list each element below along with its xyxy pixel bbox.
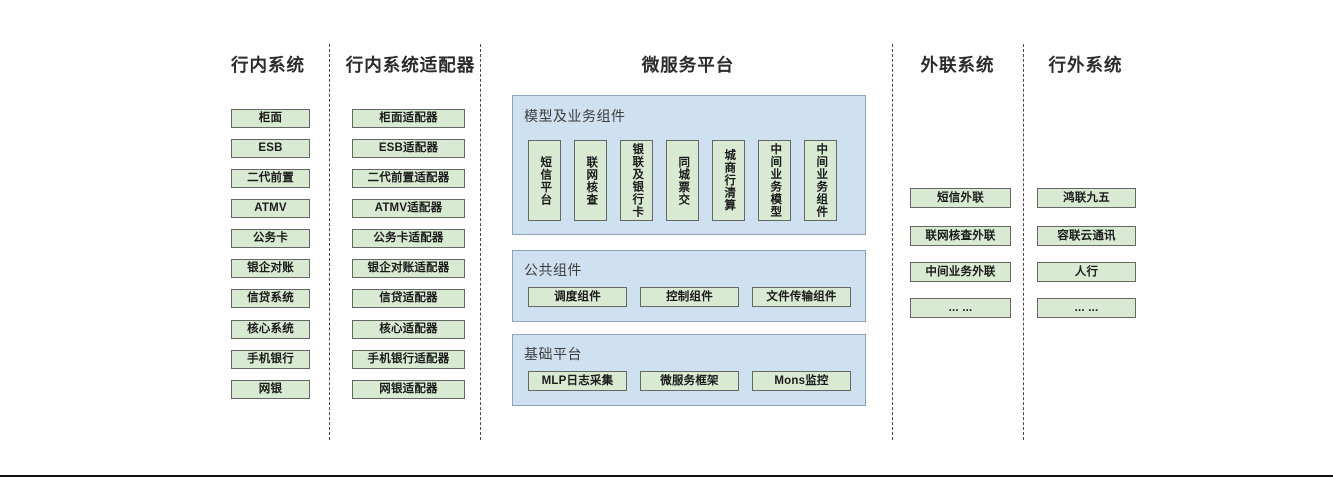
list-item[interactable]: ... ... — [1037, 298, 1136, 318]
list-item-label: 城商行清算 — [723, 149, 736, 212]
list-item[interactable]: MLP日志采集 — [528, 371, 627, 391]
list-item[interactable]: 核心系统 — [231, 320, 310, 339]
list-item-label: 银联及银行卡 — [631, 143, 644, 218]
list-item[interactable]: 中间业务组件 — [804, 140, 837, 221]
list-item[interactable]: 容联云通讯 — [1037, 226, 1136, 246]
list-item[interactable]: 手机银行适配器 — [352, 350, 465, 369]
list-item[interactable]: 短信外联 — [910, 188, 1011, 208]
column-title-outside-systems: 行外系统 — [1048, 55, 1123, 75]
column-title-internal-adapters: 行内系统适配器 — [345, 55, 476, 75]
list-item[interactable]: ATMV — [231, 199, 310, 218]
list-item[interactable]: 柜面 — [231, 109, 310, 128]
column-title-microservice-platform: 微服务平台 — [641, 55, 735, 75]
list-item[interactable]: 柜面适配器 — [352, 109, 465, 128]
list-item[interactable]: 手机银行 — [231, 350, 310, 369]
panel-title-base-platform: 基础平台 — [524, 346, 582, 362]
list-item[interactable]: 调度组件 — [528, 287, 627, 307]
list-item[interactable]: 银企对账适配器 — [352, 259, 465, 278]
list-item[interactable]: 公务卡适配器 — [352, 229, 465, 248]
list-item-label: 同城票交 — [677, 155, 690, 206]
divider-1 — [329, 44, 330, 440]
list-item[interactable]: 联网核查 — [574, 140, 607, 221]
list-item[interactable]: 中间业务外联 — [910, 262, 1011, 282]
list-item[interactable]: 城商行清算 — [712, 140, 745, 221]
list-item-label: 短信平台 — [539, 155, 552, 206]
list-item[interactable]: 网银 — [231, 380, 310, 399]
list-item[interactable]: 二代前置 — [231, 169, 310, 188]
list-item[interactable]: 二代前置适配器 — [352, 169, 465, 188]
divider-3 — [892, 44, 893, 440]
list-item[interactable]: 网银适配器 — [352, 380, 465, 399]
list-item[interactable]: 银企对账 — [231, 259, 310, 278]
panel-title-model-business-components: 模型及业务组件 — [524, 108, 626, 124]
list-item[interactable]: 同城票交 — [666, 140, 699, 221]
list-item-label: 中间业务模型 — [769, 143, 782, 218]
panel-base-platform — [512, 334, 866, 406]
list-item[interactable]: 中间业务模型 — [758, 140, 791, 221]
list-item[interactable]: 核心适配器 — [352, 320, 465, 339]
list-item[interactable]: 信贷系统 — [231, 289, 310, 308]
panel-public-components — [512, 250, 866, 322]
list-item[interactable]: 信贷适配器 — [352, 289, 465, 308]
list-item-label: 中间业务组件 — [815, 143, 828, 218]
list-item[interactable]: 公务卡 — [231, 229, 310, 248]
list-item[interactable]: ESB — [231, 139, 310, 158]
column-title-internal-systems: 行内系统 — [231, 55, 305, 75]
list-item[interactable]: Mons监控 — [752, 371, 851, 391]
list-item[interactable]: ... ... — [910, 298, 1011, 318]
list-item[interactable]: ESB适配器 — [352, 139, 465, 158]
page-bottom-rule — [0, 475, 1333, 477]
list-item-label: 联网核查 — [585, 155, 598, 206]
list-item[interactable]: 鸿联九五 — [1037, 188, 1136, 208]
divider-2 — [480, 44, 481, 440]
divider-4 — [1023, 44, 1024, 440]
list-item[interactable]: ATMV适配器 — [352, 199, 465, 218]
list-item[interactable]: 短信平台 — [528, 140, 561, 221]
list-item[interactable]: 联网核查外联 — [910, 226, 1011, 246]
list-item[interactable]: 银联及银行卡 — [620, 140, 653, 221]
list-item[interactable]: 文件传输组件 — [752, 287, 851, 307]
list-item[interactable]: 控制组件 — [640, 287, 739, 307]
list-item[interactable]: 人行 — [1037, 262, 1136, 282]
list-item[interactable]: 微服务框架 — [640, 371, 739, 391]
panel-title-public-components: 公共组件 — [524, 262, 582, 278]
column-title-external-liaison: 外联系统 — [920, 55, 995, 75]
